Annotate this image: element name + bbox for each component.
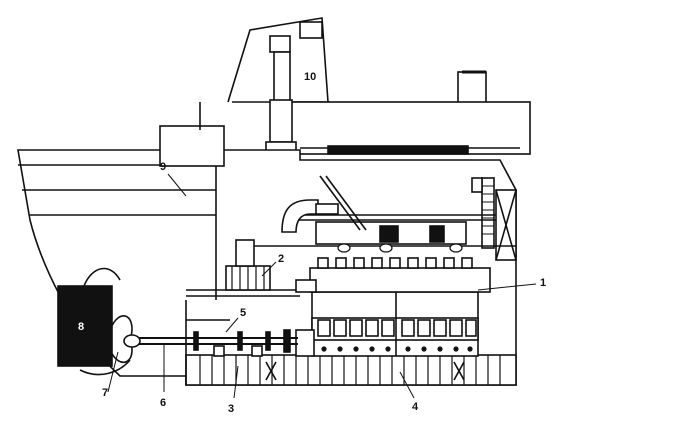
shaft-bearings — [213, 345, 263, 357]
label-4: 4 — [412, 401, 419, 413]
cylinder-heads — [295, 243, 491, 293]
rudder — [57, 285, 113, 367]
label-2: 2 — [278, 253, 284, 265]
label-8: 8 — [78, 321, 84, 333]
label-10: 10 — [304, 71, 316, 83]
label-3: 3 — [228, 403, 234, 415]
aft-bulkhead — [471, 177, 517, 261]
main-engine — [295, 291, 479, 357]
stern-bossing — [79, 267, 131, 376]
label-1: 1 — [540, 277, 546, 289]
auxiliary-generator — [225, 239, 271, 291]
superstructure-deck — [289, 101, 531, 155]
double-bottom — [185, 354, 517, 386]
label-9: 9 — [160, 161, 166, 173]
engine-room-flats — [185, 214, 516, 385]
label-5: 5 — [240, 307, 246, 319]
exhaust-duct — [281, 175, 467, 245]
label-6: 6 — [160, 397, 166, 409]
shaft-line — [130, 329, 298, 353]
leader-lines — [107, 173, 537, 399]
label-7: 7 — [102, 387, 108, 399]
propeller — [109, 315, 141, 363]
